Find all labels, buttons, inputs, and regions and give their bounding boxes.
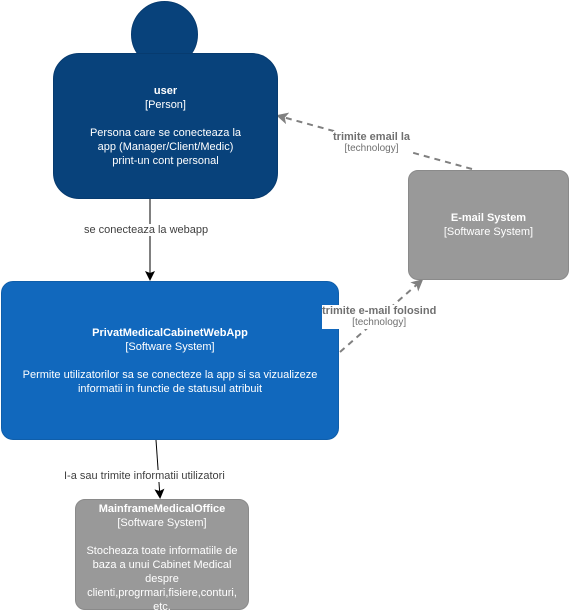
webapp-type: [Software System] [125, 340, 215, 353]
edge-label-email-to-user: trimite email la [technology] [333, 131, 411, 155]
person-type: [Person] [145, 99, 186, 111]
edge-label-webapp-to-email: trimite e-mail folosind [technology] [322, 305, 437, 329]
person-user[interactable]: user [Person] Persona care se conecteaza… [53, 53, 278, 199]
edge-webapp-to-mainframe [154, 439, 165, 499]
email-title: E-mail System [450, 212, 527, 224]
person-description: Persona care se conecteaza la app (Manag… [89, 127, 242, 167]
person-title: user [153, 85, 178, 97]
email-type: [Software System] [443, 226, 534, 238]
edge-label-webapp-to-mainframe: I-a sau trimite informatii utilizatori [64, 470, 225, 482]
system-email[interactable]: E-mail System [Software System] [408, 170, 569, 280]
webapp-description: Permite utilizatorilor sa se conecteze l… [22, 368, 318, 395]
mainframe-description: Stocheaza toate informatiile de baza a u… [86, 545, 238, 613]
webapp-title: PrivatMedicalCabinetWebApp [92, 326, 248, 339]
edge-webapp-to-email [339, 279, 424, 353]
edge-label-user-to-webapp: se conecteaza la webapp [84, 224, 209, 236]
system-mainframe[interactable]: MainframeMedicalOffice [Software System]… [75, 499, 249, 613]
mainframe-title: MainframeMedicalOffice [98, 503, 226, 515]
mainframe-type: [Software System] [117, 517, 207, 529]
system-webapp[interactable]: PrivatMedicalCabinetWebApp [Software Sys… [1, 281, 339, 440]
